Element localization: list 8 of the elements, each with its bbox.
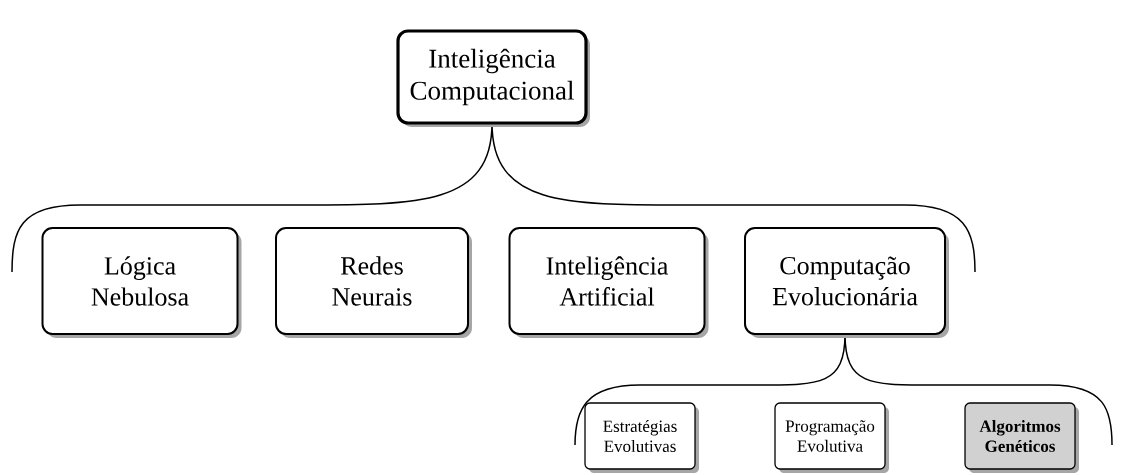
category-box: Inteligência Artificial <box>508 227 709 338</box>
category-box: Redes Neurais <box>275 227 472 338</box>
category-box: Lógica Nebulosa <box>41 227 242 338</box>
category-box: Computação Evolucionária <box>744 227 949 338</box>
subcategory-box: Programação Evolutiva <box>774 402 889 473</box>
subcategory-box: Estratégias Evolutivas <box>584 402 699 473</box>
root-box: Inteligência Computacional <box>396 29 590 127</box>
subcategory-box: Algoritmos Genéticos <box>964 402 1079 473</box>
